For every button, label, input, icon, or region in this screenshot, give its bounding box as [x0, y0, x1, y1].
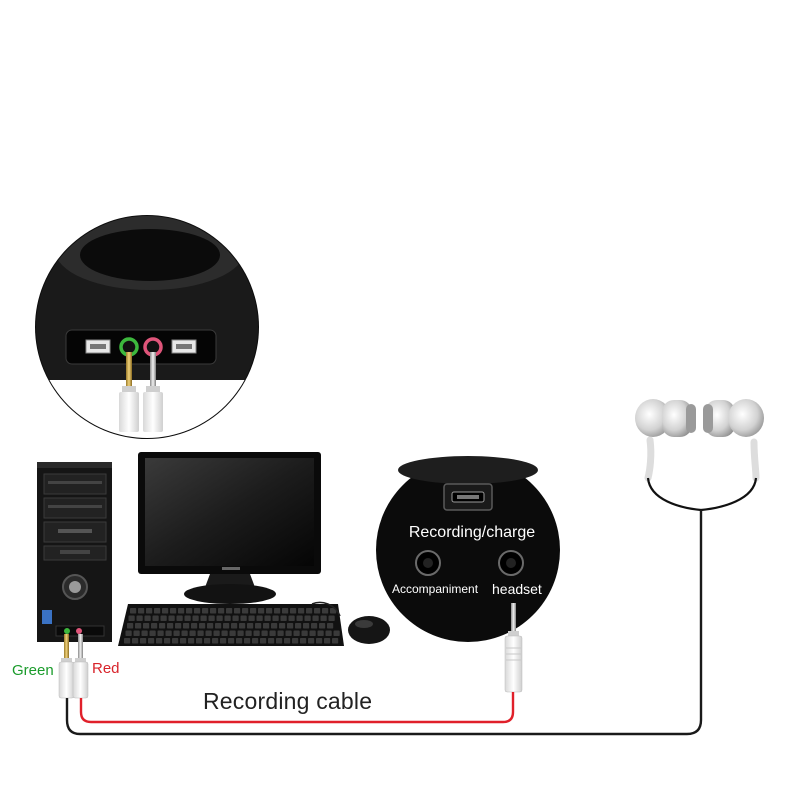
earphone-icon: [635, 399, 764, 510]
usb-port-icon: [86, 340, 110, 353]
recording-device: [376, 456, 560, 642]
accompaniment-label: Accompaniment: [392, 582, 478, 596]
pc-tower: [37, 462, 112, 642]
pc-red-plug: [73, 634, 88, 698]
recording-cable-label: Recording cable: [203, 688, 372, 715]
pc-green-plug: [59, 634, 74, 698]
recording-charge-label: Recording/charge: [382, 524, 562, 542]
usb-port-icon: [172, 340, 196, 353]
keyboard: [118, 604, 344, 646]
zoom-inset: [30, 210, 270, 460]
red-label: Red: [92, 660, 120, 677]
headset-label: headset: [492, 581, 542, 597]
green-label: Green: [12, 662, 54, 679]
monitor: [138, 452, 321, 604]
usb-port-icon: [444, 484, 492, 510]
